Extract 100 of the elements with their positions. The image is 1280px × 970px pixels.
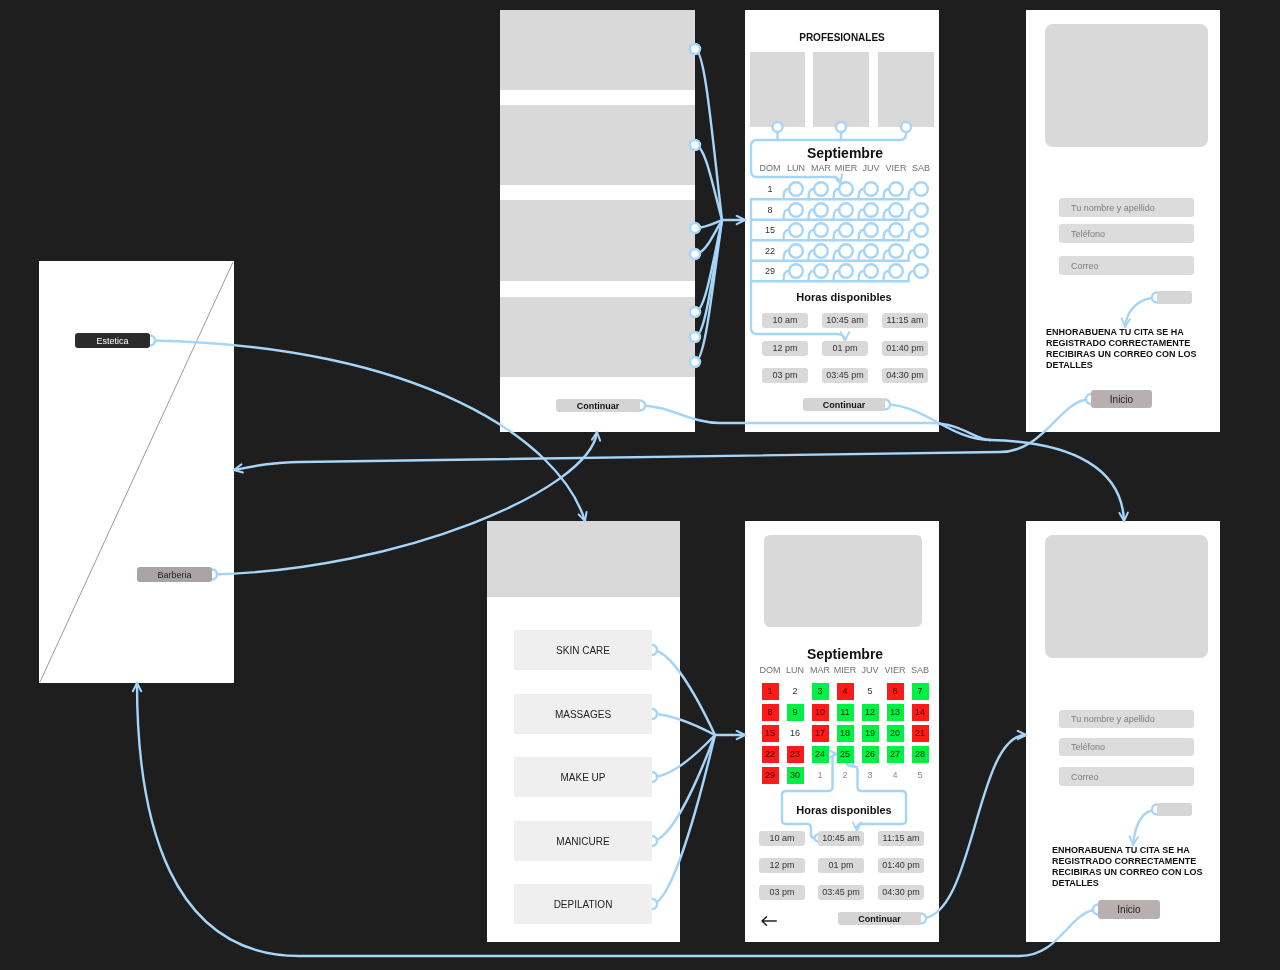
- calendar-day: 19: [861, 724, 879, 742]
- day-number: 2: [842, 769, 848, 781]
- continue-button: Continuar: [838, 912, 921, 925]
- day-number: 5: [867, 685, 873, 697]
- weekday-label: LUN: [786, 664, 804, 676]
- image-placeholder: [500, 200, 695, 281]
- day-number: 16: [790, 727, 800, 739]
- day-number: 1: [767, 183, 773, 195]
- category-button: Barberia: [137, 567, 212, 582]
- arrow: [720, 214, 747, 226]
- hotspot-circle: [788, 263, 804, 279]
- time-slot-button: 10 am: [759, 830, 805, 846]
- hotspot-circle: [813, 201, 829, 218]
- service-button: SKIN CARE: [514, 630, 652, 670]
- calendar-day: 4: [836, 682, 854, 700]
- image-placeholder: [487, 521, 680, 597]
- phone-screen: [1026, 10, 1220, 432]
- connector-line: [771, 120, 784, 142]
- category-button: Estetica: [75, 333, 150, 348]
- connector-line: [832, 208, 840, 221]
- calendar-day: 24: [811, 745, 829, 763]
- hotspot-circle: [813, 263, 829, 279]
- arrow: [749, 138, 902, 185]
- time-slot-button: 03 pm: [762, 367, 808, 383]
- hotspot-circle: [813, 242, 829, 259]
- arrow: [780, 749, 838, 843]
- hotspot-circle: [913, 181, 929, 197]
- connector-line: [782, 208, 790, 221]
- action-button: [1157, 291, 1192, 304]
- connector-line: [782, 187, 790, 201]
- weekday-label: MAR: [811, 162, 831, 174]
- connector-line: [749, 280, 910, 283]
- hotspot-circle: [863, 222, 879, 238]
- calendar-day: 12: [861, 703, 879, 721]
- connector-line: [857, 187, 865, 201]
- phone-screen: [487, 521, 680, 942]
- image-placeholder: [1045, 535, 1208, 658]
- image-placeholder: [500, 105, 695, 185]
- connector-line: [857, 249, 865, 262]
- confirmation-message: ENHORABUENA TU CITA SE HA REGISTRADO CORRECTAMENTE RECIBIRAS UN CORREO CON LOS DETALLES: [1046, 327, 1206, 373]
- weekday-label: DOM: [759, 162, 781, 174]
- hotspot-circle: [788, 181, 804, 197]
- arrow: [749, 198, 850, 342]
- service-button: MANICURE: [514, 821, 652, 861]
- time-slot-button: 01 pm: [822, 340, 868, 356]
- hotspot-circle: [888, 201, 904, 218]
- connector-line: [898, 120, 913, 142]
- image-placeholder: [1045, 24, 1208, 147]
- time-slot-button: 03:45 pm: [822, 367, 868, 383]
- hotspot-circle: [788, 201, 804, 218]
- weekday-label: MAR: [810, 664, 830, 676]
- connector-line: [782, 228, 790, 242]
- image-placeholder: [500, 10, 695, 90]
- calendar-day: 27: [886, 745, 904, 763]
- day-number: 8: [767, 204, 773, 215]
- hotspot-circle: [813, 181, 829, 197]
- time-slot-button: 11:15 am: [878, 830, 924, 846]
- hotspot-circle: [888, 263, 904, 279]
- day-number: 5: [917, 769, 923, 781]
- service-button: MAKE UP: [514, 757, 652, 797]
- time-slot-button: 01:40 pm: [878, 857, 924, 873]
- time-slot-button: 04:30 pm: [882, 367, 928, 383]
- connector-line: [882, 187, 890, 201]
- time-slot-button: 04:30 pm: [878, 884, 924, 900]
- calendar-day: 23: [786, 745, 804, 763]
- connector-line: [907, 187, 915, 201]
- section-heading: Horas disponibles: [796, 290, 892, 304]
- connector-line: [882, 208, 890, 221]
- time-slot-button: 03 pm: [759, 884, 805, 900]
- hotspot-circle: [913, 242, 929, 259]
- day-number: 2: [792, 685, 798, 697]
- connector-line: [749, 218, 910, 221]
- calendar-day: 9: [786, 703, 804, 721]
- calendar-day: 21: [911, 724, 929, 742]
- hotspot-circle: [863, 201, 879, 218]
- day-number: 4: [892, 769, 898, 781]
- service-button: DEPILATION: [514, 884, 652, 924]
- day-number: 3: [867, 769, 873, 781]
- calendar-day: 30: [786, 766, 804, 784]
- connector-line: [782, 249, 790, 262]
- calendar-day: 28: [911, 745, 929, 763]
- connector-line: [907, 249, 915, 262]
- input-field: Tu nombre y apellido: [1059, 710, 1194, 728]
- connector-line: [857, 208, 865, 221]
- continue-button: Continuar: [556, 399, 640, 412]
- arrow: [713, 729, 747, 741]
- day-number: 29: [765, 265, 775, 277]
- connector-line: [807, 208, 815, 221]
- hotspot-circle: [813, 222, 829, 238]
- time-slot-button: 12 pm: [759, 857, 805, 873]
- calendar-day: 20: [886, 724, 904, 742]
- connector-line: [807, 269, 815, 283]
- connector-line: [907, 228, 915, 242]
- section-heading: Horas disponibles: [796, 803, 892, 817]
- calendar-day: 1: [761, 682, 779, 700]
- calendar-day: 11: [836, 703, 854, 721]
- connector-line: [807, 228, 815, 242]
- time-slot-button: 10 am: [762, 312, 808, 328]
- calendar-day: 3: [811, 682, 829, 700]
- day-number: 15: [765, 224, 775, 236]
